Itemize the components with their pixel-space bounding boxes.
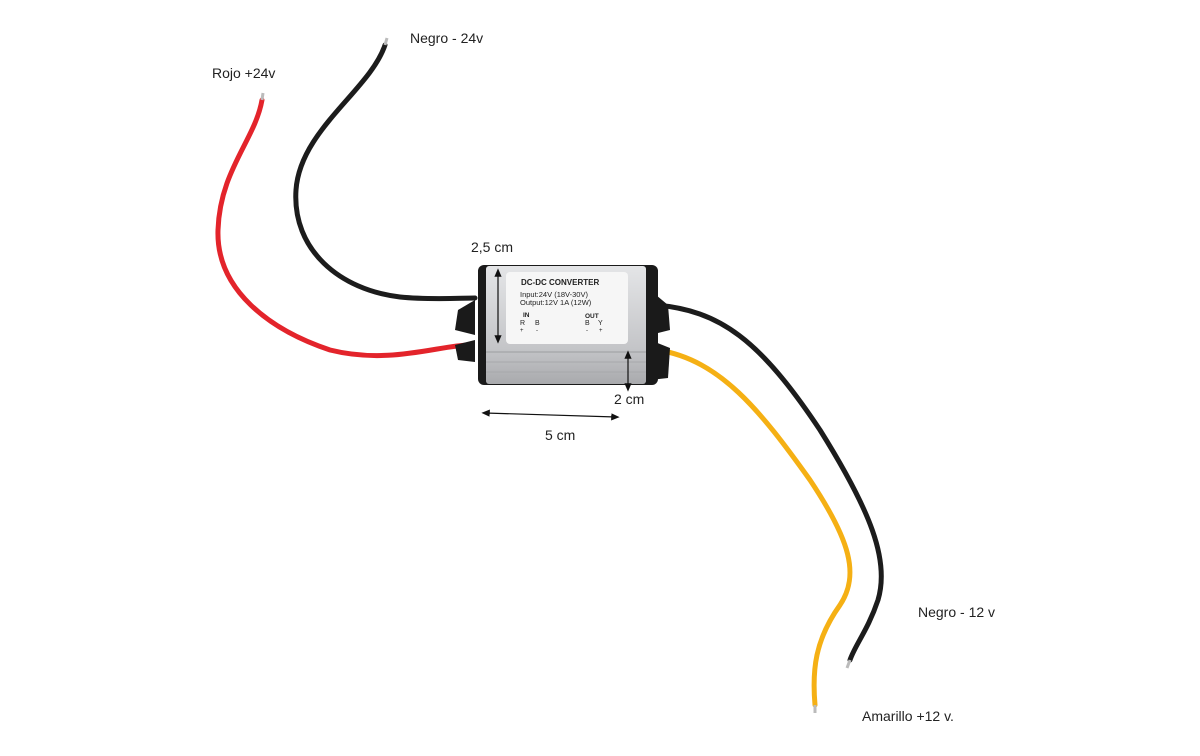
black-output-wire (652, 302, 884, 663)
label-output-spec: Output:12V 1A (12W) (520, 298, 592, 307)
label-yellow-output: Amarillo +12 v. (862, 708, 954, 724)
converter-housing (478, 265, 658, 385)
black-out-tip (845, 659, 852, 669)
red-wire-tip (260, 92, 265, 101)
label-input-spec: Input:24V (18V-30V) (520, 290, 588, 299)
label-out-pol-2: + (599, 328, 603, 334)
label-in-header: IN (523, 312, 530, 319)
length-dimension-arrow (481, 409, 620, 421)
label-black-output: Negro - 12 v (918, 604, 996, 620)
device-label-plate: DC-DC CONVERTER Input:24V (18V-30V) Outp… (520, 278, 603, 334)
dimension-height-label: 2,5 cm (471, 239, 514, 255)
black-input-wire (293, 42, 478, 302)
dimension-depth-label: 2 cm (614, 391, 645, 407)
label-in-pol-2: - (536, 328, 538, 334)
dimension-length-label: 5 cm (545, 427, 576, 443)
label-out-pin-b: B (585, 320, 590, 327)
black-wire-tip (383, 37, 389, 46)
label-in-pin-b: B (535, 320, 540, 327)
red-input-wire (215, 97, 473, 359)
label-title: DC-DC CONVERTER (521, 278, 599, 287)
label-out-pin-y: Y (598, 320, 603, 327)
label-in-pin-r: R (520, 320, 525, 327)
label-red-input: Rojo +24v (212, 65, 276, 81)
label-out-header: OUT (585, 313, 599, 320)
label-black-input: Negro - 24v (410, 30, 484, 46)
yellow-output-wire (655, 347, 853, 708)
label-out-pol-1: - (586, 328, 588, 334)
label-in-pol-1: + (520, 328, 524, 334)
